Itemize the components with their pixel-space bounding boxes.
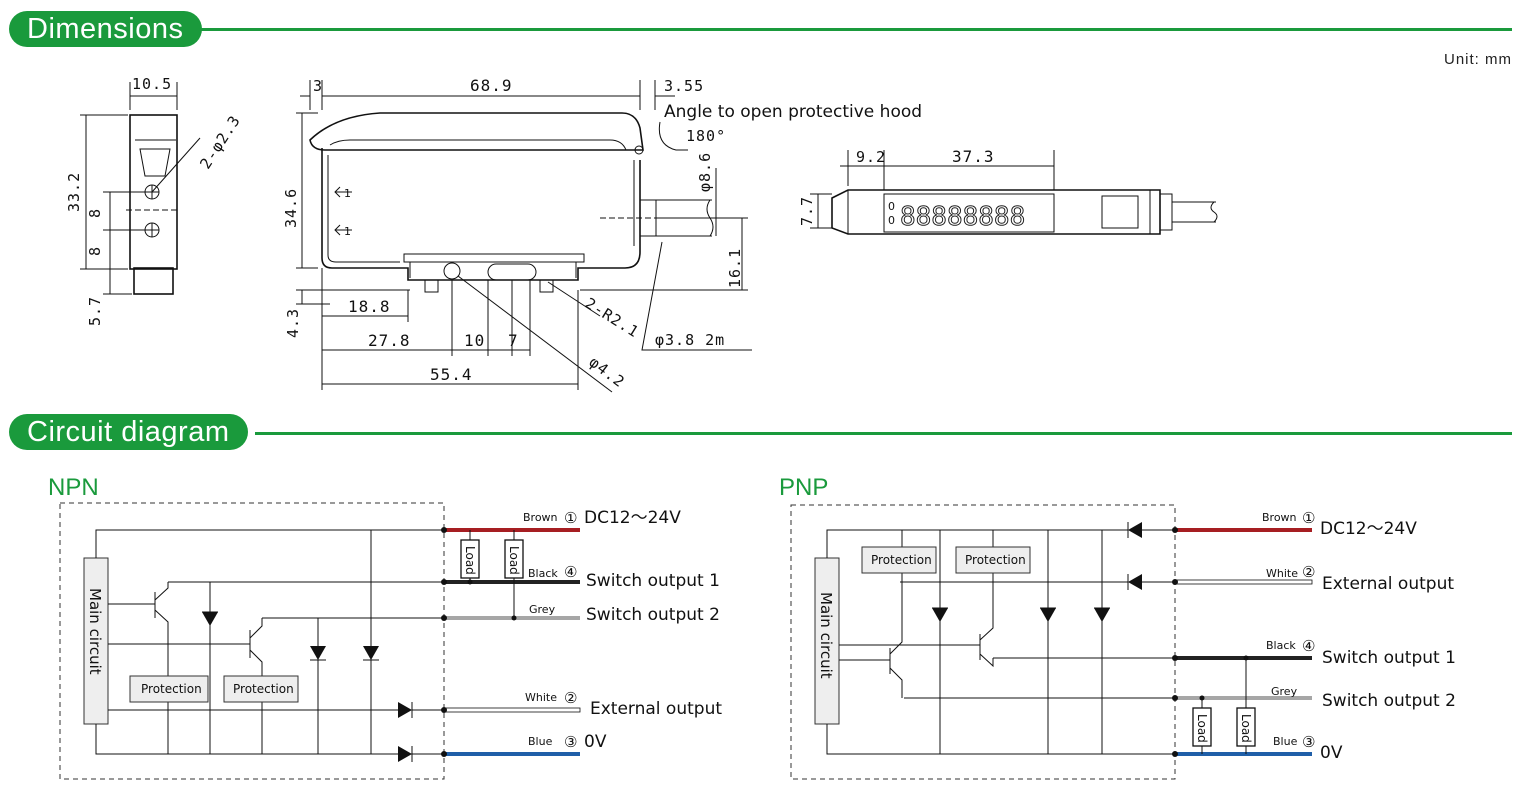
- dim-top-display: 37.3: [952, 147, 995, 166]
- dim-side-pitch1: 8: [86, 208, 104, 218]
- dim-55-4: 55.4: [430, 365, 473, 384]
- dim-front-cable-dia: φ8.6: [696, 152, 714, 192]
- pnp-wire-desc-white: External output: [1322, 574, 1454, 594]
- dim-side-bottom: 5.7: [86, 296, 104, 326]
- npn-wire-label-black: Black: [528, 567, 558, 580]
- dim-27-8: 27.8: [368, 331, 411, 350]
- pnp-wire-label-brown: Brown: [1262, 511, 1297, 524]
- pnp-protection-label-1: Protection: [871, 553, 932, 567]
- unit-label: Unit: mm: [1444, 51, 1512, 68]
- front-arrow-label-1: 1: [344, 187, 351, 200]
- npn-wire-desc-brown: DC12～24V: [584, 508, 681, 528]
- section-rule-dimensions: [200, 28, 1512, 31]
- digit-display: 88888888: [900, 202, 1025, 232]
- npn-wire-label-blue: Blue: [528, 735, 553, 748]
- dim-front-bottom-offset: 4.3: [284, 308, 302, 338]
- npn-load-label-2: Load: [507, 546, 521, 575]
- pnp-main-circuit-label: Main circuit: [817, 592, 835, 679]
- pnp-protection-label-2: Protection: [965, 553, 1026, 567]
- pnp-protection-box-2: [955, 546, 1031, 574]
- pnp-protection-box-1: [861, 546, 937, 574]
- dim-top-height: 7.7: [798, 196, 816, 226]
- dim-7: 7: [508, 331, 519, 350]
- dim-front-height: 34.6: [282, 188, 300, 228]
- npn-protection-label-1: Protection: [141, 682, 202, 696]
- npn-title: NPN: [48, 474, 99, 501]
- pnp-main-circuit-box: [814, 557, 840, 725]
- top-view: 0 0 88888888 9.2 37.3 7.7: [798, 147, 1218, 235]
- npn-wire-label-brown: Brown: [523, 511, 558, 524]
- dim-18-8: 18.8: [348, 297, 391, 316]
- dim-side-pitch2: 8: [86, 246, 104, 256]
- npn-wire-label-grey: Grey: [529, 603, 556, 616]
- led-indicator-2: 0: [888, 214, 895, 227]
- pnp-load-label-2: Load: [1239, 714, 1253, 743]
- npn-wire-num-blue: ③: [564, 733, 577, 751]
- npn-wire-num-white: ②: [564, 689, 577, 707]
- npn-wire-desc-white: External output: [590, 699, 722, 719]
- pnp-wire-desc-black: Switch output 1: [1322, 648, 1456, 668]
- pnp-wire-num-blue: ③: [1302, 733, 1315, 751]
- npn-protection-label-2: Protection: [233, 682, 294, 696]
- npn-wire-num-black: ④: [564, 563, 577, 581]
- hood-angle: 180°: [686, 127, 726, 145]
- npn-load-2: [504, 539, 524, 579]
- dim-front-top-left: 3: [313, 77, 323, 95]
- npn-wire-num-brown: ①: [564, 509, 577, 527]
- dim-10: 10: [464, 331, 485, 350]
- npn-wire-desc-grey: Switch output 2: [586, 605, 720, 625]
- pnp-wire-desc-grey: Switch output 2: [1322, 691, 1456, 711]
- npn-wire-desc-blue: 0V: [584, 732, 607, 752]
- pnp-wire-label-blue: Blue: [1273, 735, 1298, 748]
- pnp-wire-num-brown: ①: [1302, 509, 1315, 527]
- pnp-title: PNP: [779, 474, 829, 501]
- npn-load-1: [460, 539, 480, 579]
- pnp-wire-label-grey: Grey: [1271, 685, 1298, 698]
- pnp-wire-desc-brown: DC12～24V: [1320, 519, 1417, 539]
- pnp-wire-white: [1174, 579, 1313, 585]
- dim-front-top-right: 3.55: [664, 77, 704, 95]
- pnp-wire-num-black: ④: [1302, 637, 1315, 655]
- npn-main-circuit-label: Main circuit: [86, 588, 104, 675]
- dim-top-left: 9.2: [856, 148, 886, 166]
- pnp-wire-num-white: ②: [1302, 563, 1315, 581]
- dim-front-right-height: 16.1: [726, 248, 744, 288]
- section-title-circuit: Circuit diagram: [9, 414, 248, 450]
- section-rule-circuit: [255, 432, 1512, 435]
- dim-front-length: 68.9: [470, 76, 513, 95]
- pnp-wire-label-white: White: [1266, 567, 1298, 580]
- npn-wire-desc-black: Switch output 1: [586, 571, 720, 591]
- pnp-wire-desc-blue: 0V: [1320, 743, 1343, 763]
- pnp-load-label-1: Load: [1195, 714, 1209, 743]
- front-arrow-label-2: 1: [344, 225, 351, 238]
- pnp-load-2: [1236, 707, 1256, 747]
- npn-load-label-1: Load: [463, 546, 477, 575]
- pnp-load-1: [1192, 707, 1212, 747]
- pnp-wire-label-black: Black: [1266, 639, 1296, 652]
- section-title-dimensions: Dimensions: [9, 11, 202, 47]
- npn-protection-box-2: [223, 675, 299, 703]
- led-indicator-1: 0: [888, 200, 895, 213]
- dim-cable: φ3.8 2m: [655, 331, 725, 349]
- dim-side-height: 33.2: [65, 172, 83, 212]
- hood-note: Angle to open protective hood: [664, 102, 922, 122]
- dim-side-width: 10.5: [132, 75, 172, 93]
- npn-wire-label-white: White: [525, 691, 557, 704]
- npn-protection-box-1: [129, 675, 209, 703]
